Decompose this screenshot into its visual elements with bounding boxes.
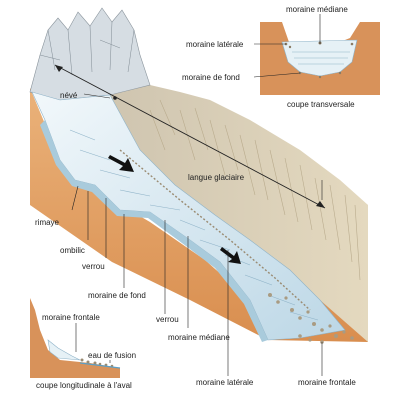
flow-arrow [108,155,134,172]
right-valley-wall [110,85,368,342]
mountain-peaks [29,7,151,101]
label-verrou-right: verrou [156,315,179,324]
label-moraine-frontale-longi: moraine frontale [42,313,100,322]
main-block [29,7,368,344]
label-moraine-laterale-cross: moraine latérale [186,40,244,49]
moraine-debris [268,293,354,344]
label-ombilic: ombilic [60,246,85,255]
label-neve: névé [60,91,78,100]
caption-coupe-longitudinale: coupe longitudinale à l'aval [36,381,132,390]
median-moraine [119,149,311,311]
glacier-length-arrow [54,64,326,209]
caption-coupe-transversale: coupe transversale [287,100,355,109]
label-moraine-frontale: moraine frontale [298,378,356,387]
cross-section-inset [260,22,380,95]
longitudinal-inset [30,298,121,378]
label-moraine-laterale: moraine latérale [196,378,254,387]
flow-arrow [220,247,241,264]
label-moraine-de-fond-cross: moraine de fond [182,73,240,82]
mountain-ridges [39,21,135,76]
label-eau-de-fusion: eau de fusion [88,351,136,360]
label-moraine-mediane: moraine médiane [168,333,230,342]
label-moraine-mediane-cross: moraine médiane [286,5,348,14]
label-rimaye: rimaye [35,218,60,227]
label-verrou-left: verrou [82,262,105,271]
label-moraine-de-fond: moraine de fond [88,291,146,300]
leader-lines [71,14,323,376]
label-langue-glaciaire: langue glaciaire [188,173,245,182]
